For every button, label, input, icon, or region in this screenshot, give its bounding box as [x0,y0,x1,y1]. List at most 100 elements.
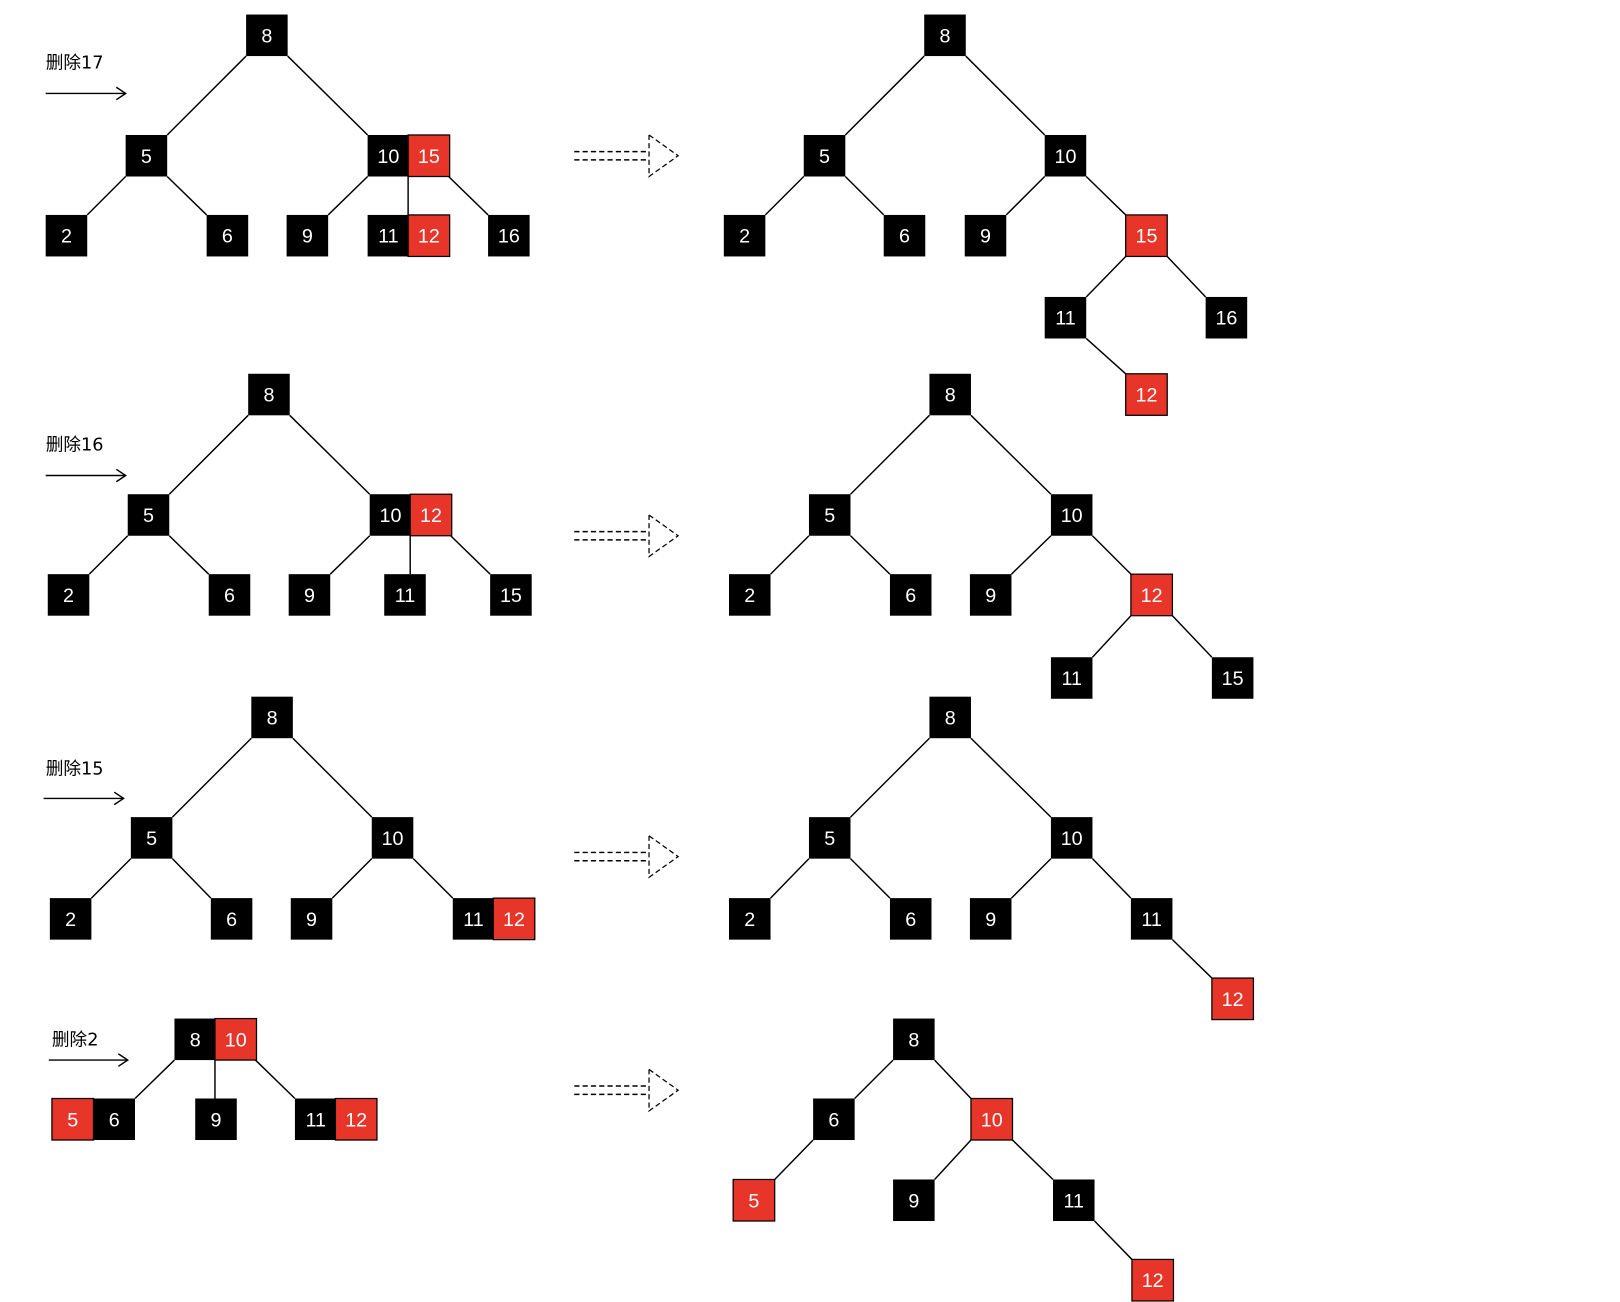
tree-node-2: 2 [45,214,88,257]
tree-node-6: 6 [93,1098,135,1141]
node-value: 5 [143,505,154,527]
node-value: 9 [985,585,996,607]
node-box-black [206,214,249,257]
node-box-black [729,574,771,616]
node-box-red [407,214,451,258]
tree-node-11: 11 [452,898,495,940]
node-value: 12 [1141,585,1163,607]
tree-node-9: 9 [964,214,1007,257]
node-value: 8 [261,25,272,47]
node-value: 11 [395,585,415,607]
node-value: 6 [905,585,916,607]
tree-node-6: 6 [208,574,251,616]
tree-edge [854,1059,894,1100]
tree-node-9: 9 [195,1098,237,1141]
node-box-black [808,494,851,536]
node-value: 5 [824,828,835,850]
tree-node-16: 16 [488,214,530,257]
tree-node-8: 8 [929,373,971,416]
node-value: 12 [1135,385,1157,407]
node-box-black [174,1018,216,1061]
node-value: 6 [899,226,910,248]
node-value: 12 [418,226,440,248]
tree-node-6: 6 [883,214,926,257]
tree-node-6: 6 [889,574,932,616]
node-value: 5 [141,146,152,168]
node-box-black [127,494,170,536]
tree-edge [1085,255,1127,298]
node-box-black [371,817,414,859]
node-value: 8 [263,385,274,407]
node-box-red [1130,573,1174,617]
tree-edge [1010,535,1052,575]
node-value: 6 [226,909,237,931]
node-box-black [803,134,846,177]
tree-edge [134,1059,175,1100]
node-value: 6 [109,1109,120,1131]
tree-node-2: 2 [729,898,771,940]
node-box-black [1053,1179,1095,1222]
node-box-black [251,696,293,739]
node-value: 11 [1064,1190,1084,1212]
node-value: 9 [985,909,996,931]
node-value: 15 [1135,226,1157,248]
node-box-red [1125,373,1168,416]
tree-node-8: 8 [248,373,290,416]
solid-arrow-icon [48,1053,130,1067]
node-value: 8 [940,25,951,47]
node-value: 12 [1222,989,1244,1011]
tree-node-12: 12 [334,1097,378,1141]
node-box-red [1125,214,1168,258]
tree-node-2: 2 [729,574,771,616]
node-box-black [384,574,426,616]
node-value: 6 [905,909,916,931]
node-box-black [294,1098,337,1141]
tree-edge [168,535,210,575]
node-box-black [813,1098,855,1141]
node-box-black [1044,296,1087,339]
tree-node-10: 10 [371,817,414,859]
operation-label: 删除17 [46,53,104,74]
tree-edge [1091,535,1132,575]
tree-edge [292,737,373,818]
node-box-black [924,14,966,57]
tree-node-12: 12 [1130,573,1174,617]
node-value: 12 [1142,1270,1164,1292]
node-box-red [732,1178,776,1222]
tree-edge [412,858,454,899]
node-value: 8 [945,385,956,407]
node-box-black [367,214,410,257]
tree-node-5: 5 [130,817,173,859]
node-value: 8 [190,1029,201,1051]
node-box-black [969,574,1012,616]
node-value: 10 [1061,505,1083,527]
node-box-black [369,494,412,536]
node-value: 5 [146,828,157,850]
tree-edge [88,535,129,575]
node-value: 10 [382,828,404,850]
tree-edge [1010,858,1052,899]
node-value: 9 [302,226,313,248]
tree-node-2: 2 [47,574,90,616]
tree-edge [450,535,491,575]
tree-node-12: 12 [1125,373,1168,416]
node-value: 2 [744,585,755,607]
operation-label: 删除2 [52,1030,99,1051]
node-value: 15 [418,146,440,168]
node-box-black [889,898,932,940]
node-box-red [334,1097,378,1141]
node-box-black [125,134,168,177]
tree-edge [327,175,369,216]
node-value: 5 [824,505,835,527]
tree-node-5: 5 [808,817,851,859]
node-value: 9 [908,1190,919,1212]
tree-node-10: 10 [970,1097,1014,1141]
tree-edge [329,535,371,575]
node-box-black [893,1018,935,1061]
node-box-black [1211,657,1254,699]
